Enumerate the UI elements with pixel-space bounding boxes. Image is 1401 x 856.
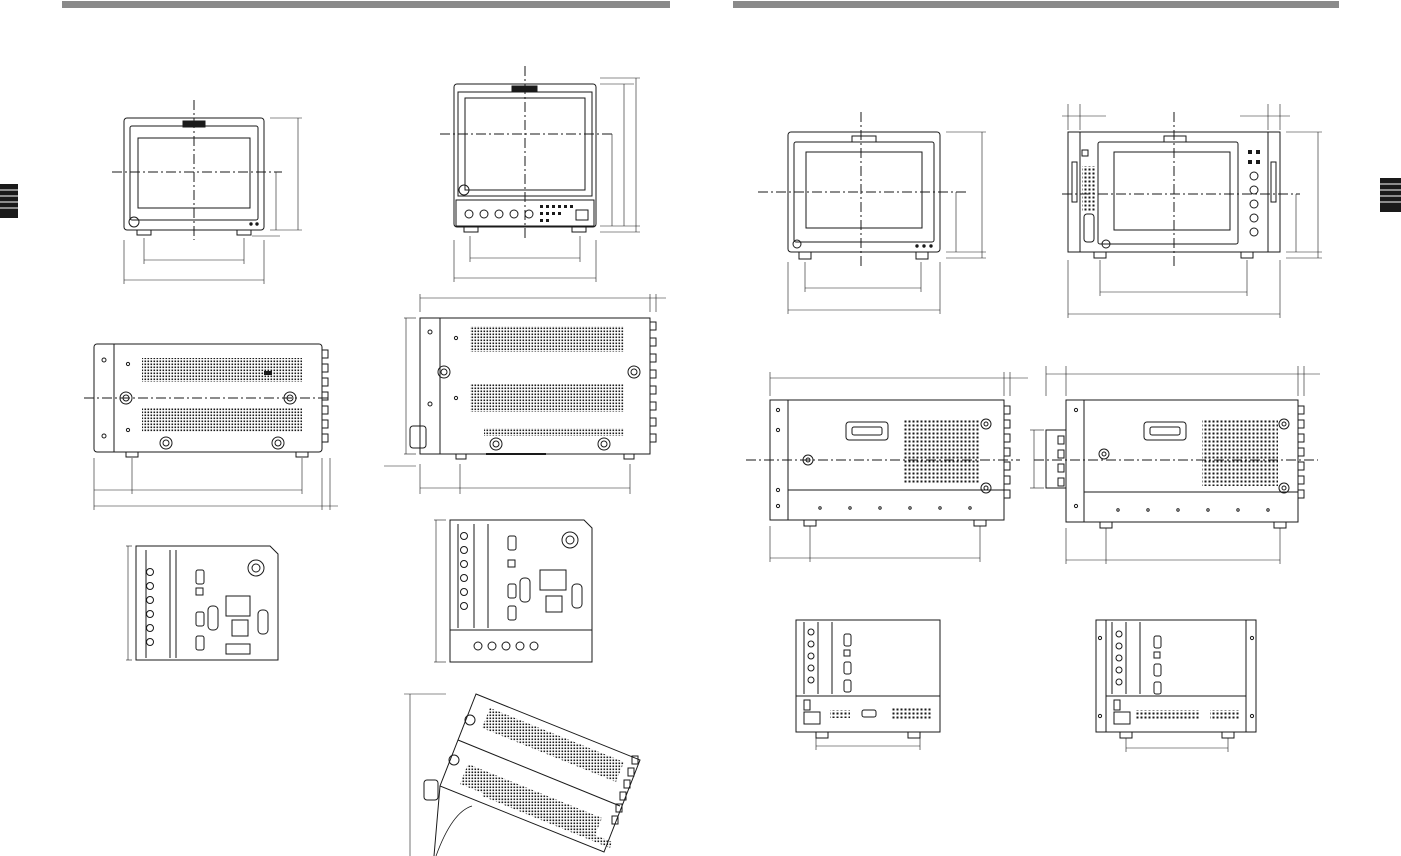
small-monitor-front [112,100,302,284]
large-monitor-side [384,294,666,494]
small-monitor-side [84,344,338,510]
left-edge-tab [0,184,18,218]
desktop-monitor-front [758,112,986,314]
large-monitor-rear [434,520,592,662]
rackmount-monitor-front [1062,104,1322,318]
right-edge-tab [1380,178,1401,212]
desktop-monitor-rear [796,620,940,750]
large-monitor-tilted-side [404,694,640,856]
large-monitor-front [440,66,640,282]
rackmount-monitor-rear [1096,620,1256,752]
rackmount-monitor-side [1030,366,1320,564]
left-page-rule [62,1,670,8]
desktop-monitor-side [746,372,1028,562]
right-page-rule [733,1,1339,8]
small-monitor-rear [126,546,278,660]
